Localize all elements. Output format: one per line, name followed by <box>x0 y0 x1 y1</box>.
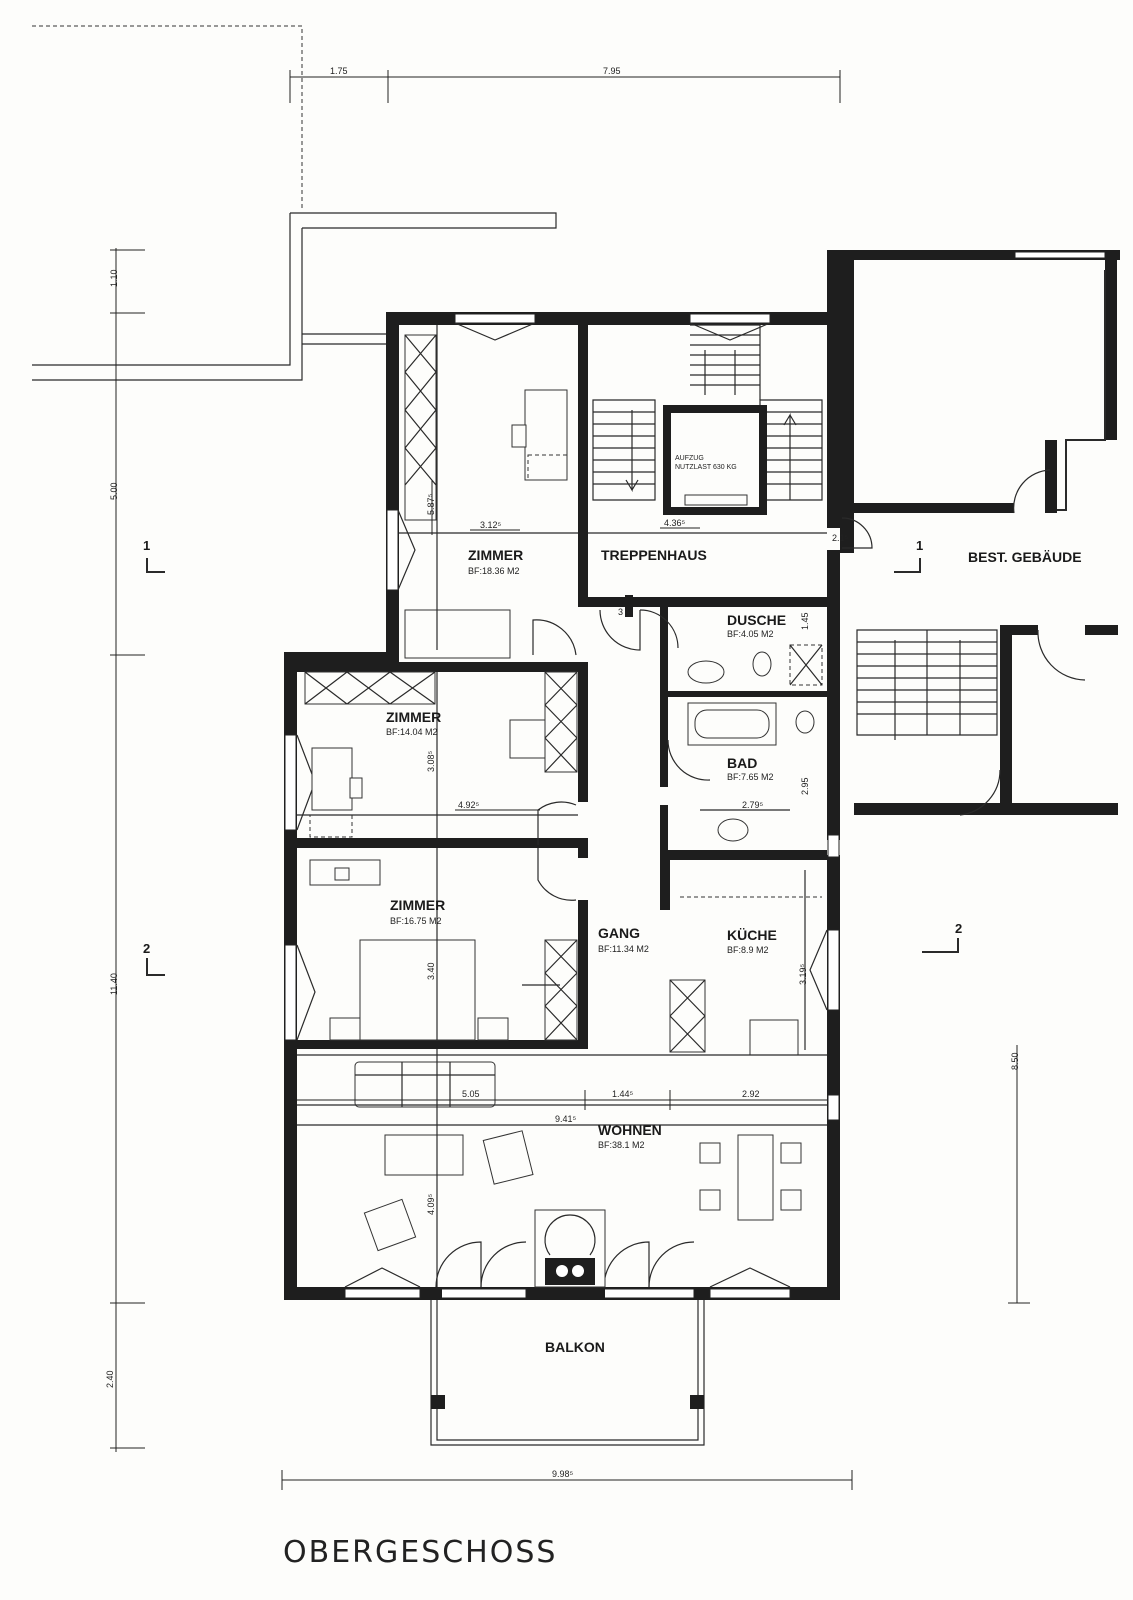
zimmer2-area: BF:14.04 M2 <box>386 727 438 737</box>
section-markers <box>146 558 959 976</box>
treppenhaus-stairs <box>588 324 827 617</box>
aufzug-line1: AUFZUG <box>675 455 704 462</box>
dim-left-a: 1.10 <box>109 269 119 287</box>
kueche-name: KÜCHE <box>727 927 777 943</box>
dusche-name: DUSCHE <box>727 612 786 628</box>
zimmer1-furniture <box>399 325 578 659</box>
dim-right-a: 8.50 <box>1010 1052 1020 1070</box>
windows <box>284 251 1106 1299</box>
dim-bottom: 9.98⁵ <box>552 1469 574 1479</box>
dim-z2-h: 3.08⁵ <box>426 750 436 772</box>
section-2-left: 2 <box>143 941 150 956</box>
dim-top-a: 1.75 <box>330 66 348 76</box>
wohnen-area: BF:38.1 M2 <box>598 1140 645 1150</box>
dim-w-h: 4.09⁵ <box>426 1193 436 1215</box>
dim-left-d: 2.40 <box>105 1370 115 1388</box>
bath-fixtures <box>687 644 823 842</box>
kueche-area: BF:8.9 M2 <box>727 945 769 955</box>
bestand-name: BEST. GEBÄUDE <box>968 549 1082 565</box>
gang-name: GANG <box>598 925 640 941</box>
dim-w-a: 5.05 <box>462 1089 480 1099</box>
section-1-left: 1 <box>143 538 150 553</box>
dim-th-w: 4.36⁵ <box>664 518 686 528</box>
dim-du-h: 1.45 <box>800 612 810 630</box>
dimension-lines <box>110 70 1030 1490</box>
dusche-area: BF:4.05 M2 <box>727 629 774 639</box>
wohnen-furniture <box>297 1049 827 1300</box>
zimmer2-name: ZIMMER <box>386 709 441 725</box>
dim-w-c: 2.92 <box>742 1089 760 1099</box>
dim-g-a: 3 <box>618 607 623 617</box>
zimmer1-name: ZIMMER <box>468 547 523 563</box>
balkon-name: BALKON <box>545 1339 605 1355</box>
kueche-fixtures <box>669 870 822 1056</box>
section-1-right: 1 <box>916 538 923 553</box>
section-2-right: 2 <box>955 921 962 936</box>
aufzug-line2: NUTZLAST 630 KG <box>675 464 737 471</box>
plan-title: OBERGESCHOSS <box>283 1535 557 1570</box>
bad-area: BF:7.65 M2 <box>727 772 774 782</box>
balkon <box>430 1300 705 1446</box>
dim-z3-h: 3.40 <box>426 962 436 980</box>
zimmer3-name: ZIMMER <box>390 897 445 913</box>
zimmer3-area: BF:16.75 M2 <box>390 916 442 926</box>
dim-w-b: 1.44⁵ <box>612 1089 634 1099</box>
dim-left-c: 11.40 <box>109 973 119 995</box>
existing-building <box>840 250 1120 816</box>
dim-z1-w: 3.12⁵ <box>480 520 502 530</box>
dim-w-d: 9.41⁵ <box>555 1114 577 1124</box>
dim-bad-h: 2.95 <box>800 777 810 795</box>
dim-z1-h: 5.87⁵ <box>426 493 436 515</box>
dim-z2-w: 4.92⁵ <box>458 800 480 810</box>
site-outline <box>32 25 557 381</box>
zimmer1-area: BF:18.36 M2 <box>468 566 520 576</box>
dim-top-b: 7.95 <box>603 66 621 76</box>
existing-stairs <box>856 629 998 740</box>
treppenhaus-name: TREPPENHAUS <box>601 547 707 563</box>
gang-area: BF:11.34 M2 <box>598 944 649 954</box>
doors <box>435 517 873 1288</box>
dim-bad-w: 2.79⁵ <box>742 800 764 810</box>
dim-k-h: 3.19⁵ <box>798 963 808 985</box>
bad-name: BAD <box>727 755 757 771</box>
interior-walls <box>297 325 827 1049</box>
dim-th-a: 2.1⁵ <box>832 533 849 543</box>
wohnen-name: WOHNEN <box>598 1122 662 1138</box>
zimmer3-furniture <box>309 848 578 1041</box>
dim-left-b: 5.00 <box>109 482 119 500</box>
zimmer2-furniture <box>297 671 578 838</box>
